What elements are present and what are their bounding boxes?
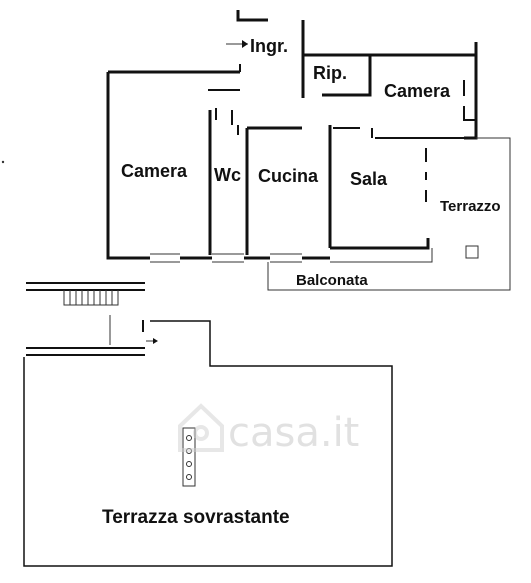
label-ripostiglio: Rip. xyxy=(313,63,347,83)
label-camera-right: Camera xyxy=(384,81,451,101)
terrace-walls xyxy=(267,137,511,291)
house-logo-icon xyxy=(178,403,224,452)
label-cucina: Cucina xyxy=(258,166,319,186)
label-wc: Wc xyxy=(214,165,241,185)
label-sala: Sala xyxy=(350,169,388,189)
label-terrazzo: Terrazzo xyxy=(440,198,501,215)
corner-dot xyxy=(1,160,5,164)
staircase xyxy=(26,282,145,356)
label-terrazza-sovrastante: Terrazza sovrastante xyxy=(102,507,290,528)
label-ingresso: Ingr. xyxy=(250,36,288,56)
upper-walls xyxy=(106,10,478,263)
watermark-text: casa.it xyxy=(228,410,359,456)
watermark: casa.it xyxy=(178,403,359,456)
label-camera-left: Camera xyxy=(121,161,188,181)
label-balconata: Balconata xyxy=(296,272,368,289)
entrance-arrow xyxy=(226,40,248,48)
stair-arrow xyxy=(146,338,158,344)
